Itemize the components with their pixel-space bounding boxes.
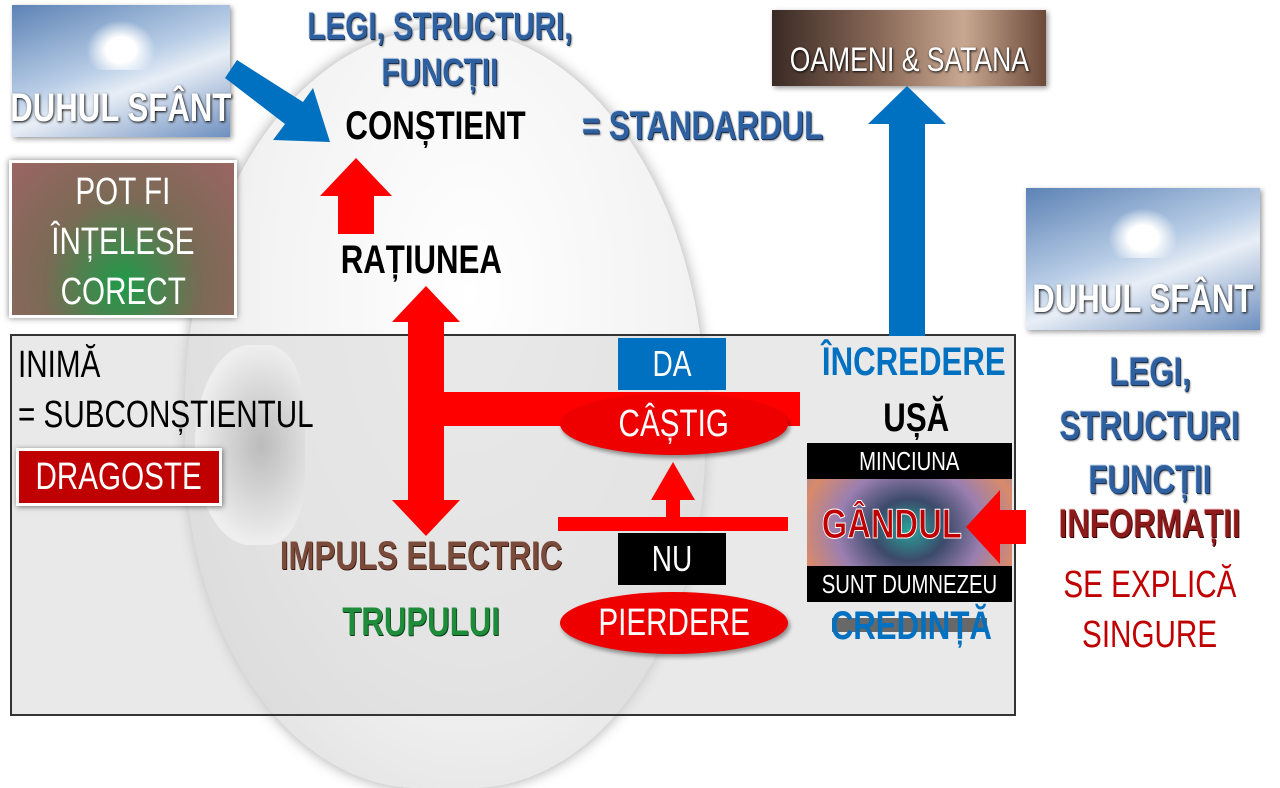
dove-icon (1108, 208, 1178, 258)
door-label: UȘĂ (883, 396, 949, 440)
loss-ellipse: PIERDERE (560, 592, 788, 654)
red-nu-bar (558, 462, 788, 531)
faith-strike-bar (832, 618, 987, 632)
faith-label: CREDINȚĂ (830, 604, 992, 648)
i-am-god-label: SUNT DUMNEZEU (807, 566, 1012, 602)
reason-label: RAȚIUNEA (340, 238, 502, 282)
dove-icon (86, 20, 156, 70)
heart-label: INIMĂ = SUBCONȘTIENTUL (18, 340, 397, 440)
blue-arrow-icon (225, 60, 330, 142)
trust-label: ÎNCREDERE (821, 340, 1006, 384)
standard-label: = STANDARDUL (582, 104, 824, 148)
heart-line2: = SUBCONȘTIENTUL (18, 394, 314, 436)
holy-spirit-image-right: DUHUL SFÂNT (1026, 188, 1260, 330)
thought-label: GÂNDUL (821, 500, 963, 548)
body-label: TRUPULUI (342, 600, 500, 644)
no-badge: NU (618, 533, 726, 585)
love-badge: DRAGOSTE (16, 448, 222, 506)
laws-title: LEGI, STRUCTURI,FUNCȚII (307, 6, 573, 94)
heart-line1: INIMĂ (18, 344, 101, 386)
blue-up-arrow-icon (868, 86, 946, 336)
holy-spirit-image: DUHUL SFÂNT (10, 5, 232, 137)
people-satan-image: OAMENI & SATANA (772, 10, 1046, 86)
ear (195, 345, 305, 545)
red-left-arrow-icon (966, 490, 1026, 564)
yes-badge: DA (618, 338, 726, 390)
holy-spirit-label: DUHUL SFÂNT (10, 86, 232, 130)
electric-impulse-label: IMPULS ELECTRIC (279, 534, 563, 578)
gain-ellipse: CÂȘTIG (560, 393, 788, 455)
red-up-arrow-icon (320, 158, 392, 234)
lie-label: MINCIUNA (807, 443, 1012, 479)
conscious-label: CONȘTIENT (345, 104, 526, 148)
information-label: INFORMAȚII (1059, 502, 1241, 546)
